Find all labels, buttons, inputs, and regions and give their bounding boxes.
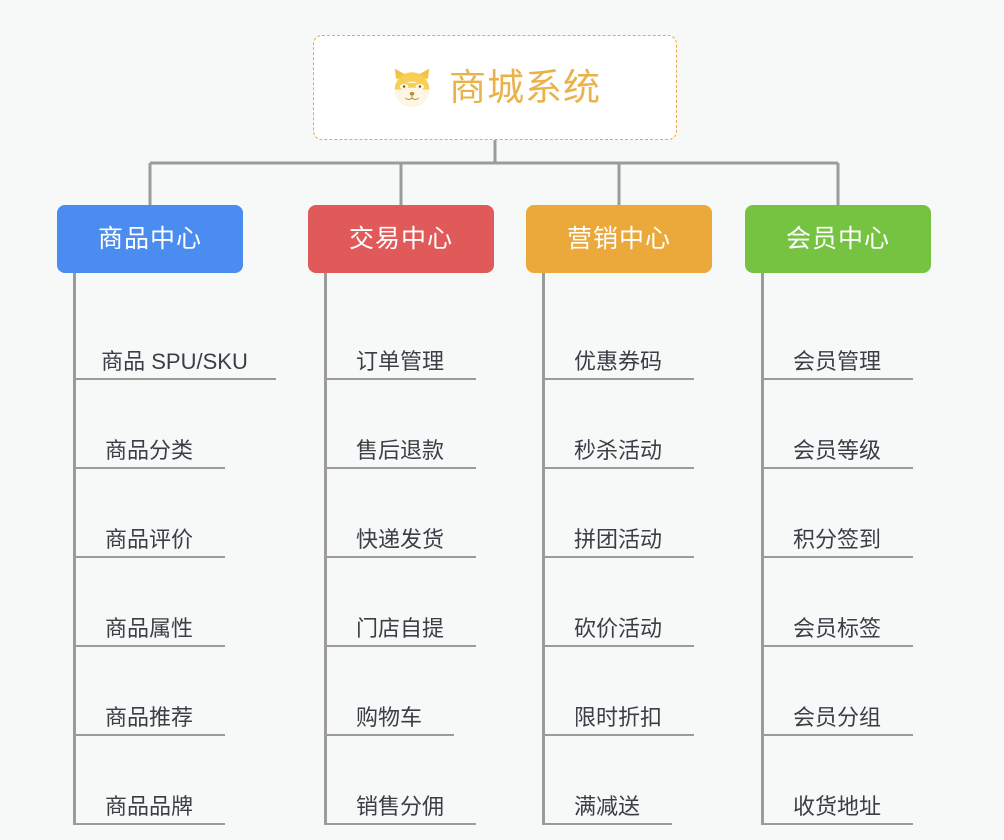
leaf-item[interactable]: 商品品牌 [73, 781, 225, 825]
branch-head-label: 营销中心 [566, 224, 671, 253]
leaf-item-label: 满减送 [573, 793, 640, 819]
leaf-item[interactable]: 快递发货 [324, 514, 476, 558]
branch-head-2[interactable]: 交易中心 [308, 205, 494, 273]
leaf-item-label: 限时折扣 [573, 704, 662, 730]
leaf-item-label: 快递发货 [355, 526, 444, 552]
branch-head-1[interactable]: 商品中心 [57, 205, 243, 273]
branch-head-4[interactable]: 会员中心 [745, 205, 931, 273]
leaf-item[interactable]: 收货地址 [761, 781, 913, 825]
leaf-item-label: 拼团活动 [573, 526, 662, 552]
leaf-item-label: 售后退款 [355, 437, 444, 463]
leaf-item-label: 订单管理 [355, 348, 444, 374]
leaf-item-label: 秒杀活动 [573, 437, 662, 463]
leaf-item-label: 会员等级 [792, 437, 881, 463]
leaf-item[interactable]: 积分签到 [761, 514, 913, 558]
leaf-item-label: 商品分类 [104, 437, 193, 463]
leaf-item-label: 收货地址 [792, 793, 881, 819]
root-node-title: 商城系统 [449, 67, 601, 108]
leaf-item[interactable]: 会员管理 [761, 336, 913, 380]
leaf-item[interactable]: 会员标签 [761, 603, 913, 647]
leaf-item[interactable]: 销售分佣 [324, 781, 476, 825]
leaf-item[interactable]: 拼团活动 [542, 514, 694, 558]
leaf-item[interactable]: 会员等级 [761, 425, 913, 469]
leaf-item[interactable]: 售后退款 [324, 425, 476, 469]
leaf-item-label: 优惠券码 [573, 348, 662, 374]
root-node-shop-system[interactable]: 商城系统 [313, 35, 677, 140]
branch-spine-3 [542, 273, 545, 825]
branch-spine-4 [761, 273, 764, 825]
leaf-item-label: 销售分佣 [355, 793, 444, 819]
leaf-item[interactable]: 购物车 [324, 692, 454, 736]
leaf-item[interactable]: 优惠券码 [542, 336, 694, 380]
branch-spine-1 [73, 273, 76, 825]
leaf-item-label: 商品品牌 [104, 793, 193, 819]
leaf-item[interactable]: 商品推荐 [73, 692, 225, 736]
shiba-dog-face-icon [394, 68, 430, 107]
leaf-item[interactable]: 秒杀活动 [542, 425, 694, 469]
leaf-item-label: 商品属性 [104, 615, 193, 641]
leaf-item[interactable]: 门店自提 [324, 603, 476, 647]
leaf-item-label: 会员标签 [792, 615, 881, 641]
leaf-item-label: 会员管理 [792, 348, 881, 374]
leaf-item[interactable]: 满减送 [542, 781, 672, 825]
leaf-item-label: 商品推荐 [104, 704, 193, 730]
leaf-item[interactable]: 订单管理 [324, 336, 476, 380]
leaf-item[interactable]: 限时折扣 [542, 692, 694, 736]
leaf-item[interactable]: 砍价活动 [542, 603, 694, 647]
branch-head-3[interactable]: 营销中心 [526, 205, 712, 273]
leaf-item-label: 砍价活动 [573, 615, 662, 641]
leaf-item-label: 会员分组 [792, 704, 881, 730]
leaf-item-label: 商品 SPU/SKU [101, 348, 248, 374]
leaf-item[interactable]: 商品 SPU/SKU [73, 336, 276, 380]
leaf-item[interactable]: 商品分类 [73, 425, 225, 469]
leaf-item-label: 商品评价 [104, 526, 193, 552]
leaf-item-label: 门店自提 [355, 615, 444, 641]
branch-head-label: 会员中心 [785, 224, 890, 253]
leaf-item-label: 购物车 [355, 704, 422, 730]
leaf-item[interactable]: 商品属性 [73, 603, 225, 647]
branch-head-label: 商品中心 [97, 224, 202, 253]
leaf-item[interactable]: 会员分组 [761, 692, 913, 736]
leaf-item-label: 积分签到 [792, 526, 881, 552]
branch-head-label: 交易中心 [348, 224, 453, 253]
branch-spine-2 [324, 273, 327, 825]
leaf-item[interactable]: 商品评价 [73, 514, 225, 558]
